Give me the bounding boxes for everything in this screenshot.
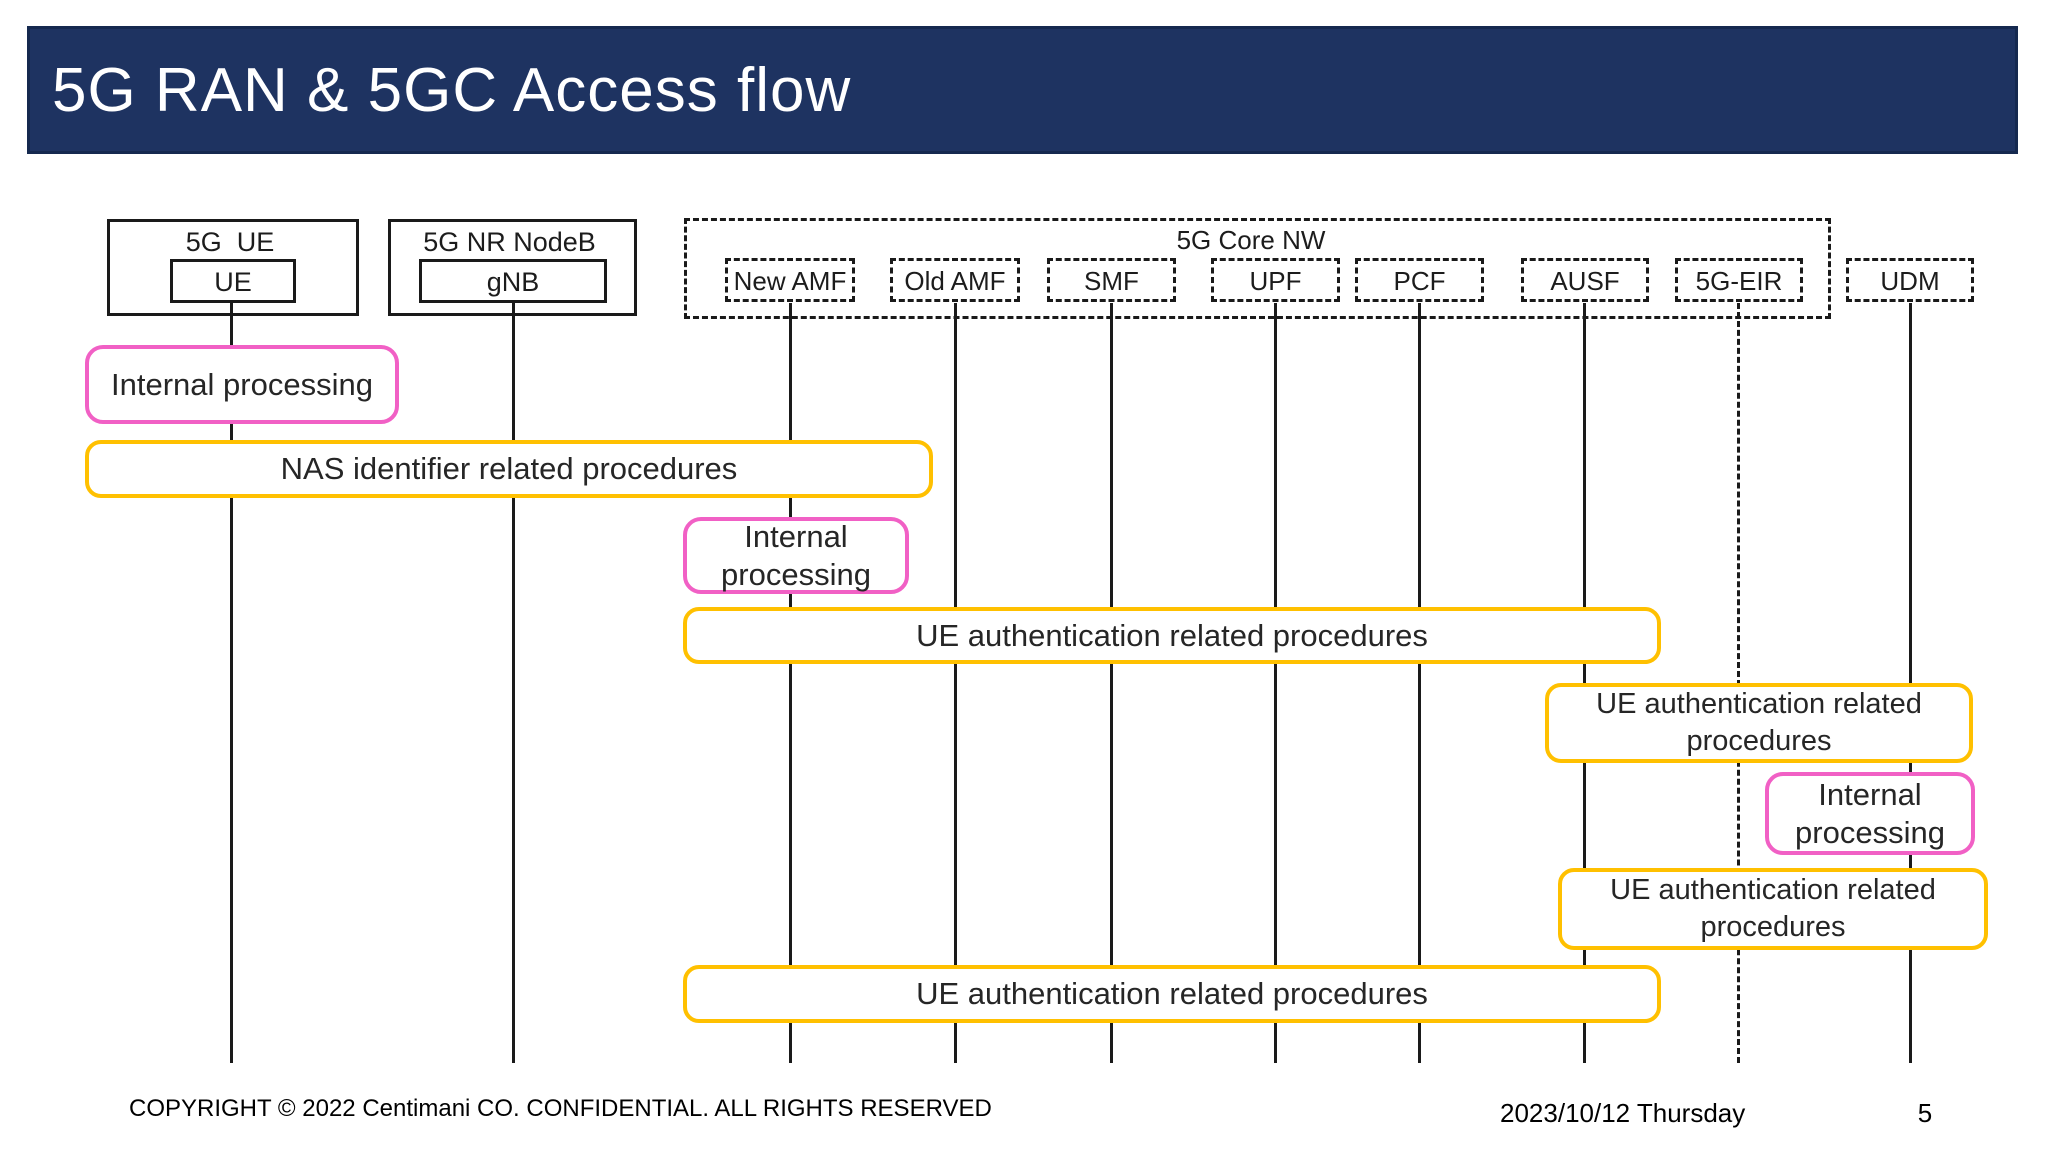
copyright-text: COPYRIGHT © 2022 Centimani CO. CONFIDENT… (129, 1095, 992, 1122)
core-network-container (684, 218, 1831, 319)
lifeline-old-amf (954, 303, 957, 1063)
entity-new-amf: New AMF (725, 258, 855, 302)
lifeline-upf (1274, 303, 1277, 1063)
entity-gnb-label: 5G NR NodeB (423, 227, 596, 257)
footer-date: 2023/10/12 Thursday (1500, 1098, 1746, 1128)
entity-pcf: PCF (1355, 258, 1484, 302)
ue-auth-procedures-box-1: UE authentication related procedures (683, 607, 1661, 664)
entity-udm: UDM (1846, 258, 1974, 302)
internal-processing-ue-text: Internal processing (111, 366, 373, 402)
slide-title-bar: 5G RAN & 5GC Access flow (27, 26, 2018, 154)
slide-title: 5G RAN & 5GC Access flow (52, 55, 852, 125)
ue-auth-procedures-text-1: UE authentication related procedures (916, 617, 1428, 653)
entity-ue-node: UE (170, 259, 296, 303)
internal-processing-udm-text: Internal processing (1795, 776, 1945, 850)
ue-auth-procedures-box-4: UE authentication related procedures (683, 965, 1661, 1023)
entity-gnb-node: gNB (419, 259, 607, 303)
ue-auth-procedures-box-3: UE authentication related procedures (1558, 868, 1988, 950)
internal-processing-udm-box: Internal processing (1765, 772, 1975, 855)
entity-upf: UPF (1211, 258, 1340, 302)
entity-old-amf: Old AMF (890, 258, 1020, 302)
ue-auth-procedures-box-2: UE authentication related procedures (1545, 683, 1973, 763)
lifeline-ue (230, 303, 233, 1063)
entity-ausf: AUSF (1521, 258, 1649, 302)
nas-procedures-text: NAS identifier related procedures (280, 451, 738, 486)
lifeline-pcf (1418, 303, 1421, 1063)
ue-auth-procedures-text-3: UE authentication related procedures (1610, 874, 1936, 943)
entity-5g-ue-label: 5G UE (185, 227, 275, 257)
nas-procedures-box: NAS identifier related procedures (85, 440, 933, 498)
page-number: 5 (1917, 1098, 1933, 1128)
lifeline-gnb (512, 303, 515, 1063)
lifeline-new-amf (789, 303, 792, 1063)
ue-auth-procedures-text-2: UE authentication related procedures (1596, 688, 1922, 757)
entity-smf: SMF (1047, 258, 1176, 302)
lifeline-smf (1110, 303, 1113, 1063)
core-network-label: 5G Core NW (1176, 225, 1326, 255)
ue-auth-procedures-text-4: UE authentication related procedures (916, 976, 1428, 1011)
internal-processing-amf-text: Internal processing (721, 518, 871, 592)
internal-processing-ue-box: Internal processing (85, 345, 399, 424)
internal-processing-amf-box: Internal processing (683, 517, 909, 594)
entity-5g-eir: 5G-EIR (1675, 258, 1803, 302)
